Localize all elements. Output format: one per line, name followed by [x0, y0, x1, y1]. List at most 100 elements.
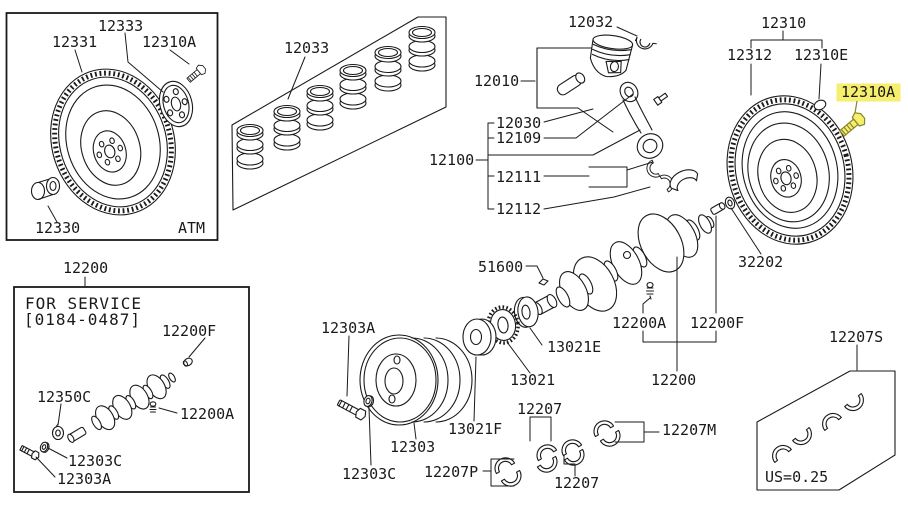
ring-stack: [306, 84, 334, 131]
bearing-shell: [557, 435, 583, 457]
piston-rod-section: 12032 12010 12030 12109 12100 12111 1211…: [429, 13, 699, 218]
service-crank-drawing: [67, 372, 176, 443]
undersize-shell: [817, 408, 842, 431]
leaders-12200-group: [642, 215, 717, 372]
leader-12109: [543, 93, 634, 139]
callout-12200a-service[interactable]: 12200A: [180, 405, 234, 423]
callout-12200a[interactable]: 12200A: [612, 314, 666, 332]
leader-13021e: [529, 327, 543, 346]
callout-12303[interactable]: 12303: [390, 438, 435, 456]
undersize-shell: [844, 393, 869, 416]
callout-12333[interactable]: 12333: [98, 17, 143, 35]
callout-12331[interactable]: 12331: [52, 33, 97, 51]
service-note-line1: FOR SERVICE: [25, 294, 142, 313]
leader-12111: [543, 161, 654, 188]
callout-12312[interactable]: 12312: [727, 46, 772, 64]
callout-12200[interactable]: 12200: [651, 371, 696, 389]
callout-12032[interactable]: 12032: [568, 13, 613, 31]
thrust-bearing-shell: [490, 453, 516, 475]
undersize-shell: [792, 427, 817, 450]
connecting-rod-drawing: [619, 81, 699, 193]
callout-12310a-highlighted[interactable]: 12310A: [841, 83, 895, 101]
undersize-box: [756, 370, 896, 491]
highlighted-part-12310a[interactable]: 12310A: [836, 83, 901, 139]
leader-12100: [487, 129, 641, 156]
piston-pin-drawing: [556, 72, 586, 96]
highlight-rect: [836, 83, 901, 102]
bracket-12207p: [482, 458, 515, 487]
callout-12303a[interactable]: 12303A: [321, 319, 375, 337]
callout-12303c-service[interactable]: 12303C: [68, 452, 122, 470]
callout-12109[interactable]: 12109: [496, 129, 541, 147]
leader-12303a-service: [35, 456, 56, 478]
callout-12207p[interactable]: 12207P: [424, 463, 478, 481]
crank-sprocket-drawing: [486, 305, 520, 345]
leader-12310a-atm: [169, 49, 190, 65]
callout-51600[interactable]: 51600: [478, 258, 523, 276]
bracket-12100: [475, 122, 495, 210]
flywheel-section: 12310 12312 12310E 12310A 32202: [724, 14, 901, 271]
service-bolt-drawing: [149, 401, 157, 413]
leader-12200f-service: [188, 337, 206, 358]
main-bearings-section: 12207 12207M 12207 12207P: [424, 400, 716, 492]
front-end-section: 13021E 13021 13021F 12303 12303C 12303A: [321, 296, 601, 483]
atm-tag: ATM: [178, 219, 205, 237]
rod-cap-drawing: [669, 169, 699, 192]
thrust-bearing-shell: [500, 469, 526, 491]
atm-bolt-drawing: [186, 64, 206, 83]
bushing-drawing: [30, 176, 61, 201]
leader-12032: [616, 26, 638, 37]
callout-12350c[interactable]: 12350C: [37, 388, 91, 406]
callout-12010[interactable]: 12010: [474, 72, 519, 90]
crankshaft-drawing: [532, 213, 715, 316]
piston-drawing: [589, 34, 634, 78]
leader-12331: [74, 49, 83, 73]
leader-32202: [730, 207, 762, 255]
callout-13021e[interactable]: 13021E: [547, 338, 601, 356]
service-key-drawing: [51, 423, 65, 441]
callout-32202[interactable]: 32202: [738, 253, 783, 271]
thrust-washer-drawing: [513, 296, 539, 328]
callout-12200-service[interactable]: 12200: [63, 259, 108, 277]
bearing-shell: [563, 448, 589, 470]
callout-12100[interactable]: 12100: [429, 151, 474, 169]
callout-12303c[interactable]: 12303C: [342, 465, 396, 483]
leader-12303c-service: [47, 447, 68, 459]
rod-bearing-shell: [643, 159, 661, 181]
callout-13021f[interactable]: 13021F: [448, 420, 502, 438]
callout-12111[interactable]: 12111: [496, 168, 541, 186]
callout-12207m[interactable]: 12207M: [662, 421, 716, 439]
bearing-shell: [589, 416, 615, 438]
callout-12200f[interactable]: 12200F: [690, 314, 744, 332]
callout-13021[interactable]: 13021: [510, 371, 555, 389]
bearing-shell: [599, 429, 625, 451]
callout-12303a-service[interactable]: 12303A: [57, 470, 111, 488]
service-crank-section: 12200 FOR SERVICE [0184-0487]: [13, 259, 250, 493]
pulley-washer-drawing: [363, 395, 375, 408]
leader-12330: [47, 205, 58, 223]
undersize-bearing-section: 12207S US=0.25: [756, 328, 896, 491]
callout-12030[interactable]: 12030: [496, 114, 541, 132]
undersize-note: US=0.25: [765, 468, 828, 486]
ring-stack: [236, 123, 264, 170]
callout-12310a-atm[interactable]: 12310A: [142, 33, 196, 51]
bracket-12207m: [614, 421, 660, 443]
callout-12310[interactable]: 12310: [761, 14, 806, 32]
leader-12303a: [346, 335, 350, 397]
callout-12207-upper[interactable]: 12207: [517, 400, 562, 418]
snap-ring-drawing: [634, 36, 657, 50]
callout-12207-lower[interactable]: 12207: [554, 474, 599, 492]
leader-51600: [525, 265, 544, 279]
service-note-line2: [0184-0487]: [24, 310, 141, 329]
callout-12330[interactable]: 12330: [35, 219, 80, 237]
callout-12200f-service[interactable]: 12200F: [162, 322, 216, 340]
leader-12333: [124, 32, 164, 93]
callout-12033[interactable]: 12033: [284, 39, 329, 57]
callout-12207s[interactable]: 12207S: [829, 328, 883, 346]
callout-12310e[interactable]: 12310E: [794, 46, 848, 64]
callout-12112[interactable]: 12112: [496, 200, 541, 218]
leader-12310e: [818, 63, 822, 100]
leader-12350c: [57, 403, 62, 426]
flywheel-drawing: [726, 95, 854, 245]
